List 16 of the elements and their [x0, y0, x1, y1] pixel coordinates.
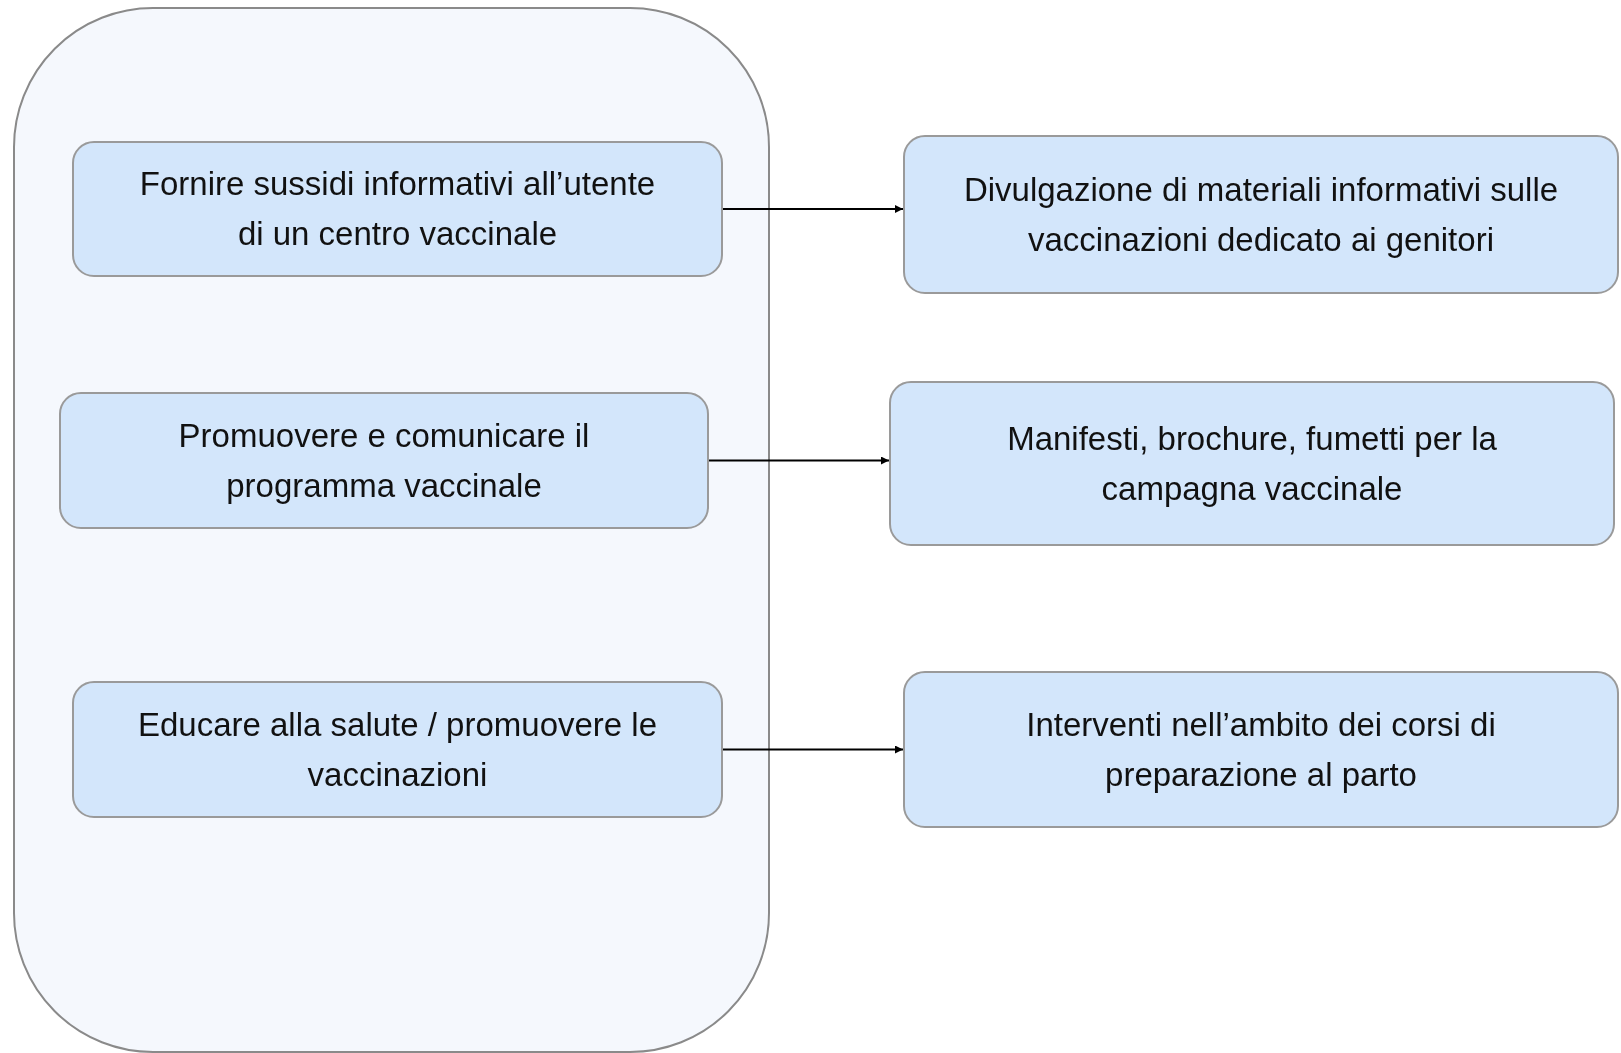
process-box — [903, 135, 1619, 294]
process-box — [72, 681, 723, 818]
box-text: Promuovere e comunicare il programma vaccinale — [177, 415, 591, 506]
arrow — [722, 745, 904, 754]
group-panel — [13, 7, 770, 1053]
box-text: Interventi nell’ambito dei corsi di preparazione al parto — [1025, 704, 1497, 795]
arrow — [722, 205, 904, 213]
process-box — [903, 671, 1619, 828]
box-text: Divulgazione di materiali informativi sulle vaccinazioni dedicato ai genitori — [962, 169, 1560, 260]
process-box — [72, 141, 723, 277]
process-box — [59, 392, 709, 529]
process-box — [889, 381, 1615, 546]
box-text: Fornire sussidi informativi all’utente di un centro vaccinale — [138, 164, 657, 254]
arrow — [708, 456, 890, 465]
box-text: Educare alla salute / promuovere le vaccinazioni — [136, 704, 659, 795]
box-text: Manifesti, brochure, fumetti per la campagna vaccinale — [1006, 418, 1498, 509]
